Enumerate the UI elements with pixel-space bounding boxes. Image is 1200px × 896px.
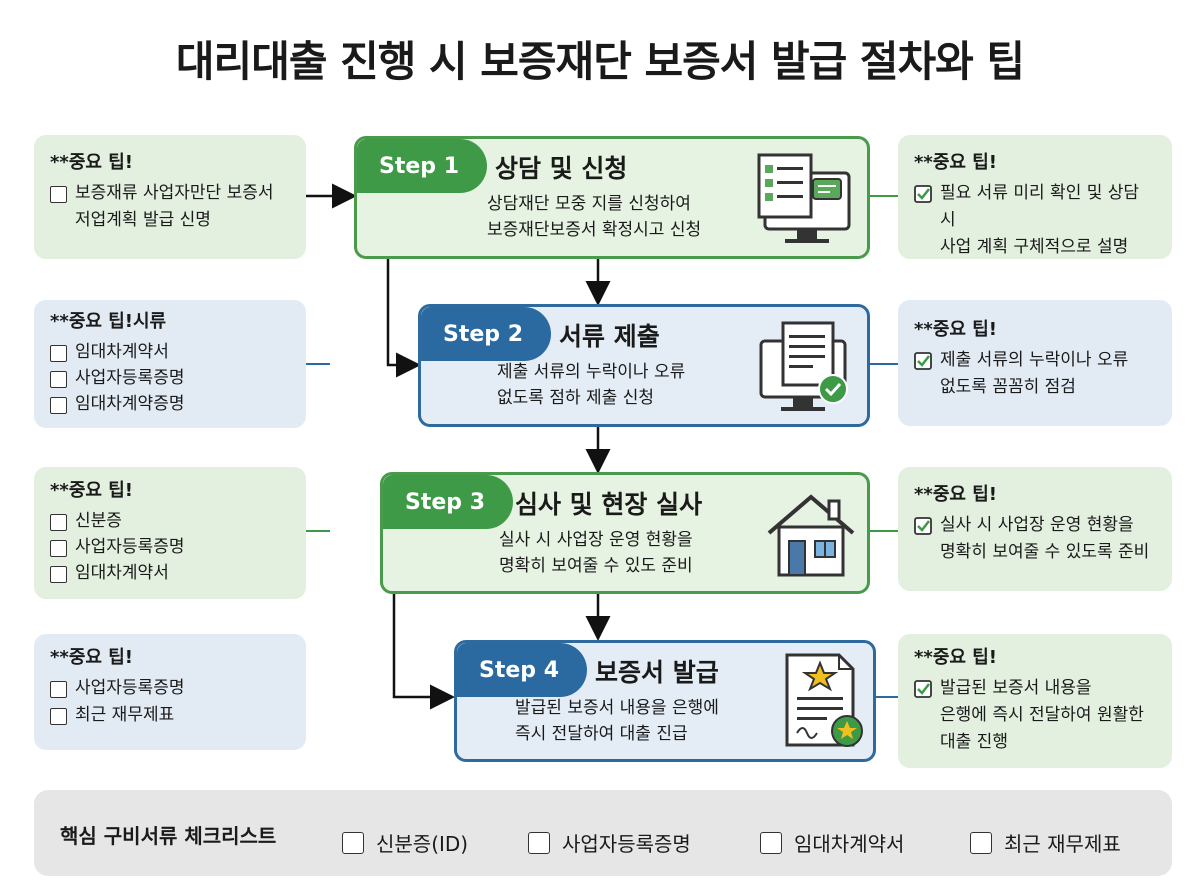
checklist-item[interactable]: 사업자등록증명 [528, 828, 691, 857]
step-description-line: 제출 서류의 누락이나 오류 [497, 362, 686, 382]
tip-item: 최근 재무제표 [75, 704, 175, 725]
checkbox[interactable] [760, 831, 782, 854]
checkbox[interactable] [50, 185, 67, 203]
tip-heading: **중요 팁! [914, 319, 997, 340]
tip-item: 사업자등록증명 [75, 368, 185, 389]
checkbox[interactable] [342, 831, 364, 854]
checked-checkbox-icon[interactable] [914, 516, 932, 535]
step-badge: Step 3 [383, 475, 513, 529]
checkbox[interactable] [50, 371, 67, 389]
checklist-item[interactable]: 최근 재무제표 [970, 828, 1121, 857]
monitor-document-check-icon [759, 321, 848, 411]
step-title: 보증서 발급 [595, 658, 719, 687]
step-description: 실사 시 사업장 운영 현황을 명확히 보여줄 수 있도 준비 [499, 527, 693, 580]
checklist-item-label: 최근 재무제표 [1004, 832, 1121, 856]
step-description: 상담재단 모중 지를 신청하여 보증재단보증서 확정시고 신청 [487, 191, 701, 244]
tip-heading: **중요 팁!시류 [50, 311, 167, 332]
checked-checkbox-icon[interactable] [914, 679, 932, 698]
left-tip-1: **중요 팁! 보증재류 사업자만단 보증서 저업계획 발급 신명 [34, 135, 306, 259]
step-title: 심사 및 현장 실사 [515, 490, 703, 519]
tip-item: 보증재류 사업자만단 보증서 [75, 182, 274, 203]
checkbox[interactable] [50, 397, 67, 415]
tip-item: 사업자등록증명 [75, 677, 185, 698]
tip-line-text: 사업 계획 구체적으로 설명 [940, 237, 1129, 258]
tip-line-text: 필요 서류 미리 확인 및 상담 시 [940, 182, 1140, 230]
tip-line-text: 제출 서류의 누락이나 오류 [940, 349, 1129, 370]
tip-heading: **중요 팁! [914, 647, 997, 668]
tip-line-text: 대출 진행 [940, 732, 1008, 753]
tip-heading: **중요 팁! [914, 484, 997, 505]
checkbox[interactable] [50, 344, 67, 362]
step-2-card: Step 2 서류 제출 제출 서류의 누락이나 오류 없도록 점하 제출 신청 [418, 304, 870, 427]
checked-checkbox-icon[interactable] [914, 184, 932, 203]
checkbox[interactable] [50, 513, 67, 531]
step-description-line: 발급된 보증서 내용을 은행에 [515, 698, 719, 718]
checkbox[interactable] [528, 831, 550, 854]
step-title: 서류 제출 [559, 322, 660, 351]
house-icon [767, 494, 855, 577]
tip-item: 임대차계약서 [75, 341, 169, 362]
checklist-item[interactable]: 임대차계약서 [760, 828, 904, 857]
step-badge: Step 4 [457, 643, 587, 697]
computer-form-icon [757, 153, 851, 243]
tip-line-text: 명확히 보여줄 수 있도록 준비 [940, 541, 1150, 562]
tip-heading: **중요 팁! [50, 152, 133, 173]
checked-checkbox-icon[interactable] [914, 351, 932, 370]
step-title: 상담 및 신청 [495, 154, 628, 183]
step-description-line: 없도록 점하 제출 신청 [497, 388, 654, 409]
left-tip-4: **중요 팁! 사업자등록증명 최근 재무제표 [34, 634, 306, 750]
checkbox[interactable] [50, 566, 67, 584]
tip-line-text: 은행에 즉시 전달하여 원활한 [940, 704, 1144, 725]
checklist-item[interactable]: 신분증(ID) [342, 828, 468, 857]
tip-line-text: 실사 시 사업장 운영 현황을 [940, 514, 1134, 535]
tip-item: 임대차계약증명 [75, 394, 185, 415]
step-4-card: Step 4 보증서 발급 발급된 보증서 내용을 은행에 즉시 전달하여 대출… [454, 640, 876, 762]
step-description-line: 명확히 보여줄 수 있도 준비 [499, 556, 693, 577]
step-3-card: Step 3 심사 및 현장 실사 실사 시 사업장 운영 현황을 명확히 보여… [380, 472, 870, 594]
tip-item: 사업자등록증명 [75, 537, 185, 558]
checkbox[interactable] [970, 831, 992, 854]
tip-item: 저업계획 발급 신명 [75, 209, 211, 230]
page-title: 대리대출 진행 시 보증재단 보증서 발급 절차와 팁 [175, 37, 1025, 86]
checkbox[interactable] [50, 680, 67, 698]
step-description-line: 실사 시 사업장 운영 현황을 [499, 530, 693, 550]
tip-heading: **중요 팁! [914, 152, 997, 173]
checklist-item-label: 임대차계약서 [794, 832, 905, 856]
step-description-line: 즉시 전달하여 대출 진급 [515, 724, 688, 745]
document-checklist: 핵심 구비서류 체크리스트 신분증(ID) 사업자등록증명 임대차계약서 최근 … [34, 790, 1172, 876]
step-description-line: 상담재단 모중 지를 신청하여 [487, 194, 691, 214]
checklist-item-label: 신분증(ID) [376, 832, 469, 856]
step-badge: Step 1 [357, 139, 487, 193]
tip-item: 임대차계약서 [75, 563, 169, 584]
checkbox[interactable] [50, 707, 67, 725]
step-description: 제출 서류의 누락이나 오류 없도록 점하 제출 신청 [497, 359, 685, 412]
certificate-icon [785, 653, 863, 747]
step-description: 발급된 보증서 내용을 은행에 즉시 전달하여 대출 진급 [515, 695, 719, 748]
step-badge: Step 2 [421, 307, 551, 361]
checklist-item-label: 사업자등록증명 [562, 832, 691, 856]
tip-heading: **중요 팁! [50, 647, 133, 668]
tip-line-text: 발급된 보증서 내용을 [940, 677, 1092, 698]
tip-line-text: 없도록 꼼꼼히 점검 [940, 376, 1076, 397]
checklist-title: 핵심 구비서류 체크리스트 [60, 824, 277, 848]
step-description-line: 보증재단보증서 확정시고 신청 [487, 220, 702, 241]
step-1-card: Step 1 상담 및 신청 상담재단 모중 지를 신청하여 보증재단보증서 확… [354, 136, 870, 259]
left-tip-3: **중요 팁! 신분증 사업자등록증명 임대차계약서 [34, 467, 306, 599]
tip-item: 신분증 [75, 510, 122, 531]
tip-heading: **중요 팁! [50, 480, 133, 501]
checkbox[interactable] [50, 540, 67, 558]
left-tip-2: **중요 팁!시류 임대차계약서 사업자등록증명 임대차계약증명 [34, 300, 306, 428]
